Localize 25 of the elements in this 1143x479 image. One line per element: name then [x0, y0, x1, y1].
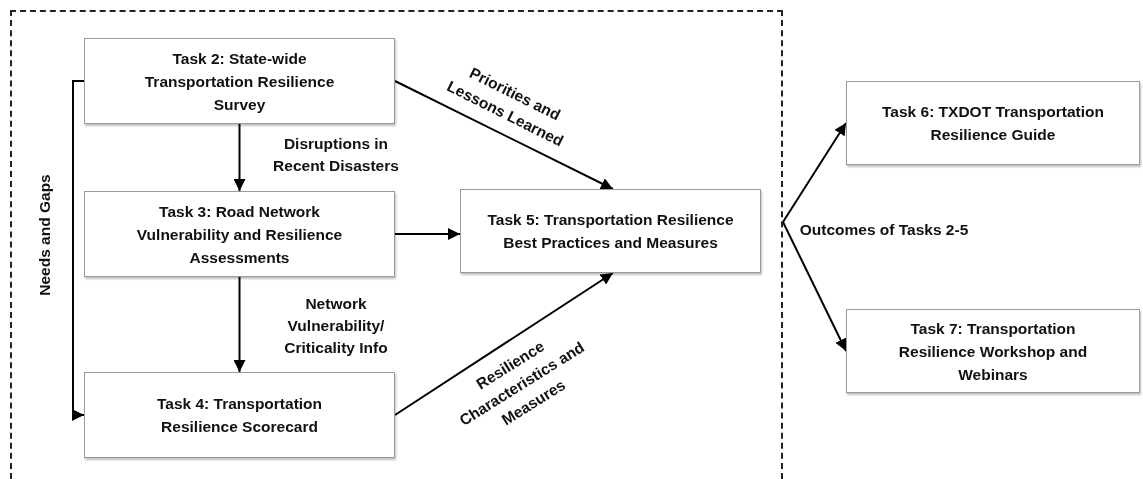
arrow — [394, 228, 461, 240]
arrow — [782, 221, 847, 352]
task-box — [84, 191, 395, 277]
task-title: Task 3: Road Network Vulnerability and Resilience Assessments — [135, 201, 344, 268]
task-title: Task 6: TXDOT Transportation Resilience Guide — [881, 102, 1105, 145]
task-title: Task 7: Transportation Resilience Workshop and Webinars — [897, 318, 1089, 385]
task-title: Task 5: Transportation Resilience Best Practices and Measures — [486, 210, 735, 253]
task-box — [84, 38, 395, 124]
arrow — [394, 272, 614, 416]
task-title: Task 2: State-wide Transportation Resilience Survey — [143, 48, 336, 115]
arrow — [782, 122, 847, 223]
edge-label: Disruptions in Recent Disasters — [272, 134, 400, 176]
edge-label: Needs and Gaps — [35, 173, 54, 298]
task-title: Task 4: Transportation Resilience Scorecard — [155, 394, 324, 437]
task-box — [84, 372, 395, 458]
task-box — [846, 81, 1140, 165]
dashed-group-frame — [10, 10, 783, 479]
note-label: Outcomes of Tasks 2-5 — [799, 220, 969, 240]
task-box — [460, 189, 761, 273]
arrow — [72, 80, 85, 421]
arrow — [394, 80, 614, 190]
arrow — [233, 276, 246, 373]
arrow — [233, 123, 246, 192]
edge-label: Network Vulnerability/ Criticality Info — [283, 294, 389, 358]
task-box — [846, 309, 1140, 393]
